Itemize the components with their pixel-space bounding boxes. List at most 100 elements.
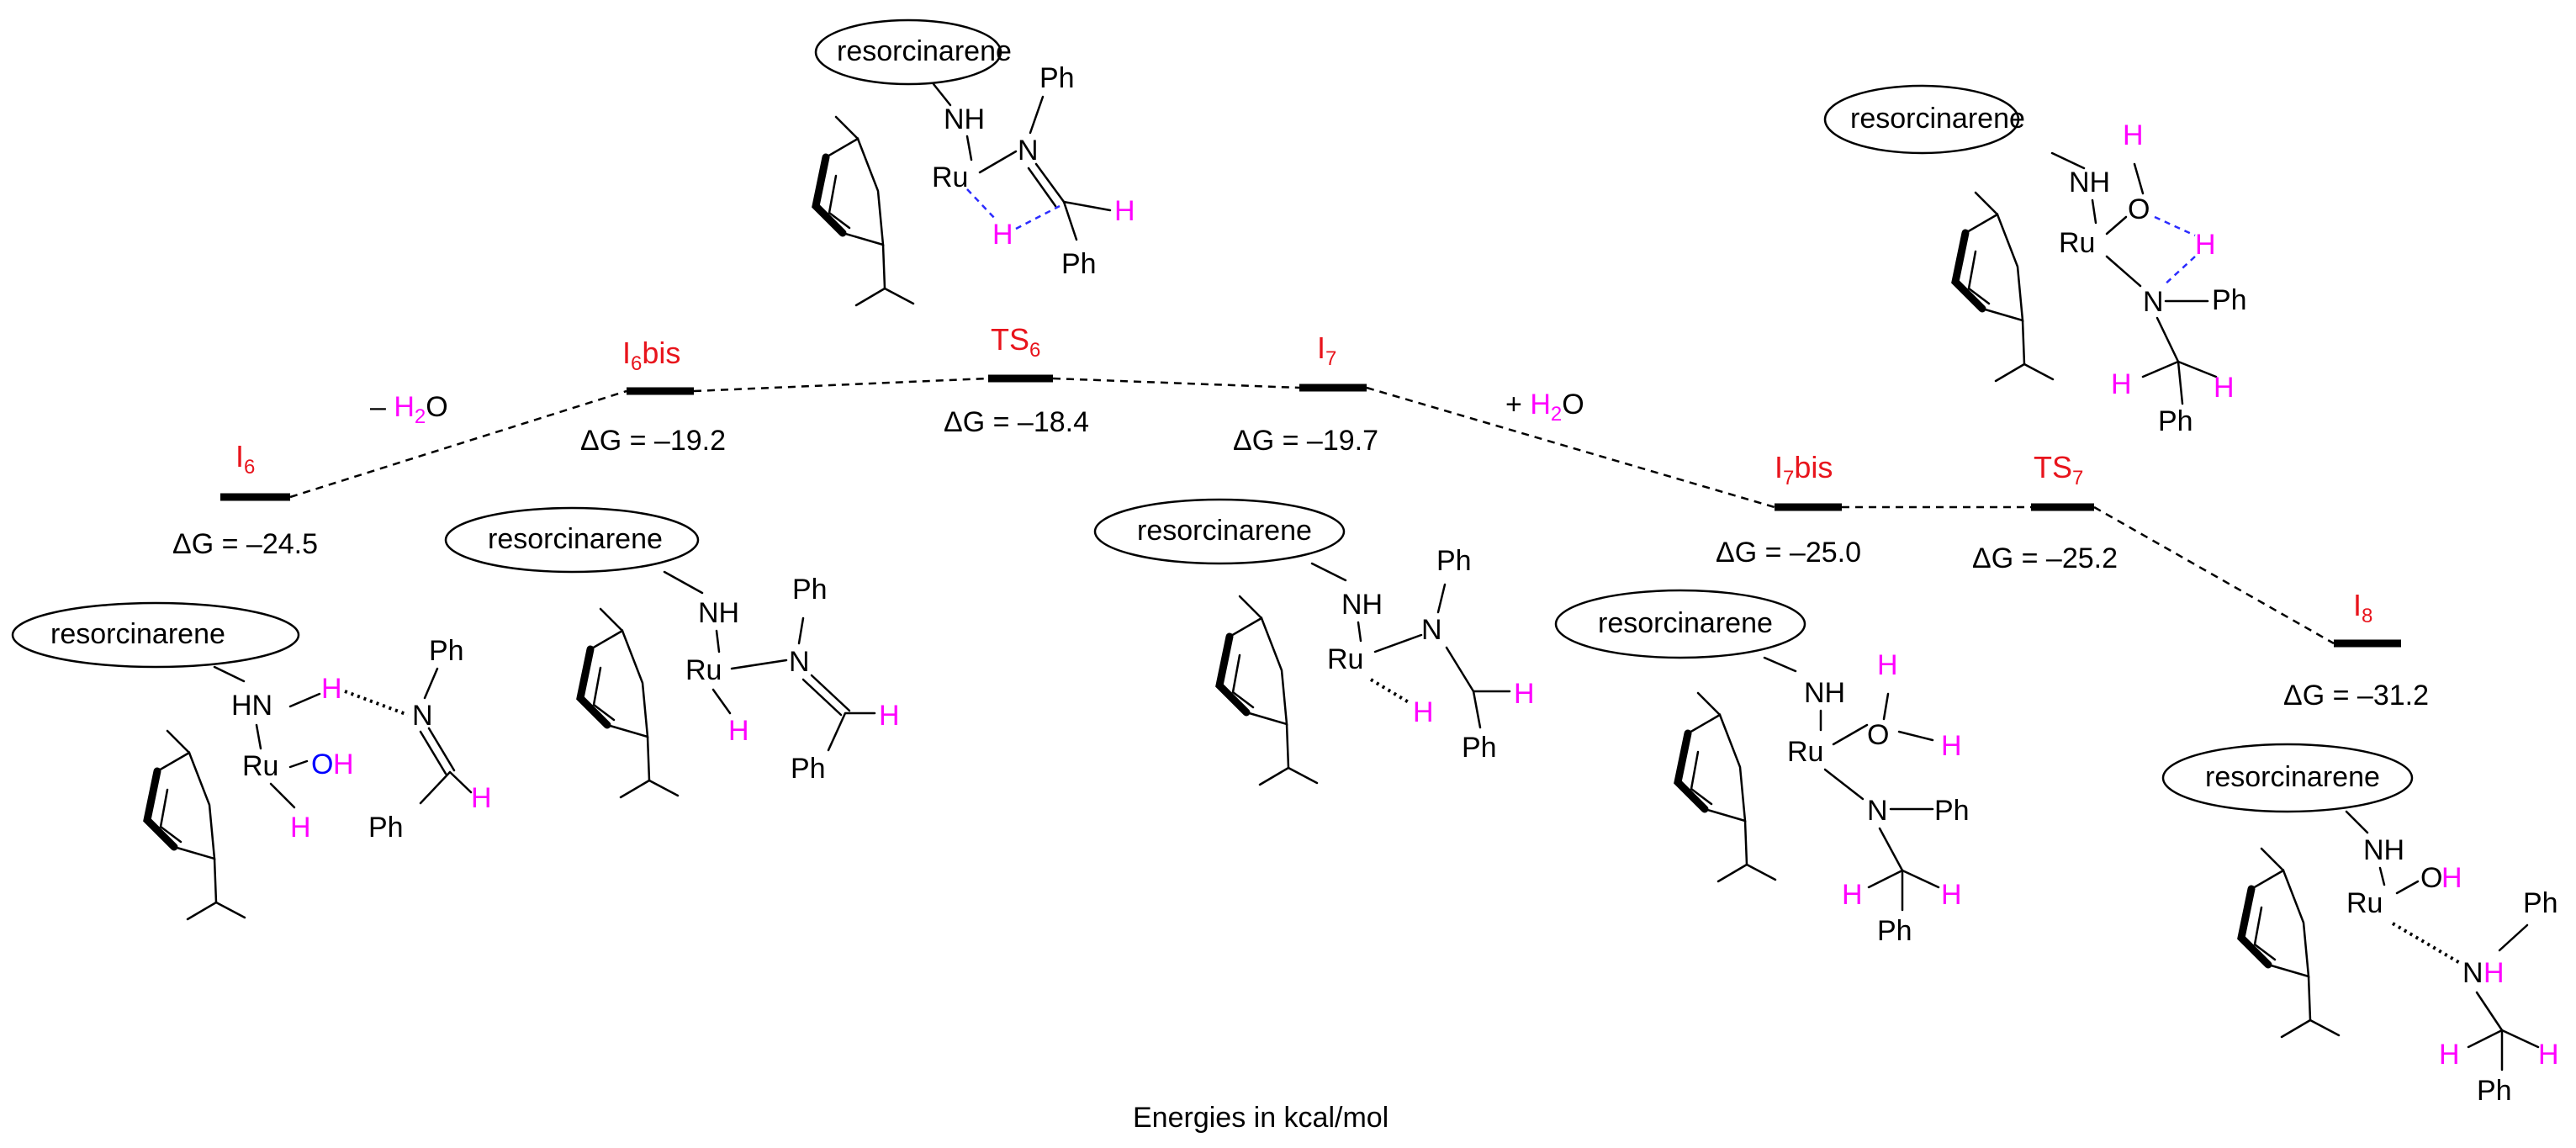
- ph-I8-ch2: Ph: [2477, 1075, 2512, 1107]
- h-TS6-bridge: H: [992, 219, 1013, 251]
- h-I7bis-oh-top: H: [1877, 649, 1898, 681]
- label-I7bis: I7bis: [1775, 450, 1833, 489]
- hn-I6: HN: [231, 690, 272, 722]
- ph-I6bis-imine: Ph: [791, 753, 826, 785]
- o-I8: O: [2420, 862, 2442, 894]
- ph-I7-ch2: Ph: [1462, 732, 1497, 764]
- energy-units-caption: Energies in kcal/mol: [1133, 1102, 1389, 1134]
- nh-I6bis: NH: [698, 597, 739, 629]
- label-TS6: TS6: [991, 322, 1040, 362]
- h-top-right-ch2-a: H: [2111, 368, 2132, 400]
- n-I7: N: [1421, 614, 1442, 646]
- h-I7bis-ch2-a: H: [1842, 879, 1863, 911]
- connector-6: [2093, 505, 2335, 645]
- h-I6-bridge: H: [321, 673, 342, 705]
- ru-I6: Ru: [242, 750, 278, 782]
- h-I8-nh: H: [2483, 957, 2505, 989]
- n-I7bis: N: [1867, 795, 1888, 827]
- connector-4: [1366, 386, 1775, 509]
- h-I6-imine: H: [471, 782, 492, 814]
- connector-2: [693, 377, 989, 393]
- o-I7bis: O: [1867, 719, 1889, 751]
- ru-I8: Ru: [2346, 887, 2383, 919]
- ph-I6-n: Ph: [429, 635, 464, 667]
- host-label-TS6: resorcinarene: [837, 35, 1012, 67]
- label-TS7: TS7: [2034, 450, 2083, 489]
- host-label-I6bis: resorcinarene: [488, 523, 663, 555]
- ph-I7bis-n: Ph: [1934, 795, 1970, 827]
- ph-I8-n: Ph: [2523, 887, 2558, 919]
- n-I6bis: N: [789, 646, 810, 678]
- h-I6bis-imine: H: [879, 700, 900, 732]
- nh-TS6: NH: [944, 103, 985, 135]
- energy-I6: ΔG = –24.5: [172, 528, 318, 560]
- h-I7-ch2: H: [1514, 678, 1535, 710]
- ph-I6bis-n: Ph: [792, 574, 828, 606]
- host-label-I7: resorcinarene: [1137, 515, 1312, 547]
- label-I6: I6: [235, 439, 255, 479]
- h-I6-oh: H: [333, 749, 354, 780]
- ru-TS6: Ru: [932, 161, 968, 193]
- h-top-right-ch2-b: H: [2214, 372, 2235, 404]
- host-label-top-right: resorcinarene: [1850, 103, 2025, 135]
- step-plus-water: + H2O: [1505, 389, 1584, 426]
- energy-I7: ΔG = –19.7: [1233, 425, 1378, 457]
- ph-top-right-n: Ph: [2212, 284, 2247, 316]
- h-top-right-bridge: H: [2195, 229, 2216, 261]
- level-bars: [220, 374, 2401, 648]
- host-label-I6: resorcinarene: [50, 618, 225, 650]
- nh-I8: NH: [2363, 834, 2404, 866]
- h-I6bis-hydride: H: [728, 715, 749, 747]
- structure-I7: resorcinarene NH Ru N Ph H Ph H: [1093, 498, 1535, 785]
- ph-I7-n: Ph: [1436, 545, 1472, 577]
- h-I8-ch2-b: H: [2538, 1039, 2559, 1071]
- structure-I6: resorcinarene HN H N Ph H Ph Ru O H H: [11, 601, 492, 919]
- h-I8-ch2-a: H: [2439, 1039, 2460, 1071]
- ru-I7bis: Ru: [1787, 736, 1823, 768]
- energy-I6bis: ΔG = –19.2: [580, 425, 726, 457]
- ph-I6-imine: Ph: [368, 812, 404, 844]
- h-I8-oh: H: [2441, 862, 2462, 894]
- h-I6-hydride: H: [290, 812, 311, 844]
- host-label-I7bis: resorcinarene: [1598, 607, 1773, 639]
- structure-I6bis: resorcinarene NH Ru N Ph H Ph H: [444, 506, 900, 797]
- ph-top-right-ch2: Ph: [2158, 405, 2193, 437]
- n-top-right: N: [2143, 286, 2164, 318]
- energy-TS6: ΔG = –18.4: [944, 406, 1089, 438]
- label-I7: I7: [1317, 331, 1336, 370]
- o-top-right: O: [2128, 193, 2150, 225]
- nh-top-right: NH: [2069, 167, 2110, 198]
- energy-TS7: ΔG = –25.2: [1972, 542, 2118, 574]
- h-TS6-right: H: [1114, 195, 1135, 227]
- label-I8: I8: [2353, 588, 2372, 627]
- connector-3: [1052, 377, 1300, 389]
- structure-I8: resorcinarene NH Ru O H N H Ph H H Ph: [2161, 743, 2559, 1107]
- n-TS6: N: [1018, 135, 1039, 167]
- n-I6: N: [412, 700, 433, 732]
- h-I7bis-oh-right: H: [1941, 730, 1962, 762]
- nh-I7: NH: [1341, 589, 1383, 621]
- n-I8: N: [2462, 957, 2483, 989]
- step-minus-water: – H2O: [370, 391, 448, 428]
- h-I7-hydride: H: [1413, 696, 1434, 728]
- h-top-right-oh: H: [2123, 119, 2144, 151]
- level-connectors: [289, 377, 2335, 645]
- ru-I6bis: Ru: [685, 654, 722, 686]
- nh-I7bis: NH: [1804, 677, 1845, 709]
- host-label-I8: resorcinarene: [2205, 761, 2380, 793]
- energy-I7bis: ΔG = –25.0: [1716, 537, 1861, 569]
- o-I6: O: [311, 749, 333, 780]
- connector-1: [289, 389, 627, 499]
- ru-top-right: Ru: [2059, 227, 2095, 259]
- energy-I8: ΔG = –31.2: [2283, 680, 2429, 712]
- ph-TS6-top: Ph: [1039, 62, 1075, 94]
- ph-TS6-bottom: Ph: [1061, 248, 1097, 280]
- structure-TS6: resorcinarene NH Ru N Ph H Ph H: [816, 19, 1135, 305]
- h-I7bis-ch2-b: H: [1941, 879, 1962, 911]
- structure-I7bis: resorcinarene NH Ru O H H N Ph H H Ph: [1554, 589, 1970, 947]
- ph-I7bis-ch2: Ph: [1877, 915, 1912, 947]
- structure-hydroxo-top-right: resorcinarene NH Ru O H H N Ph H H Ph: [1823, 84, 2247, 437]
- ru-I7: Ru: [1327, 643, 1363, 675]
